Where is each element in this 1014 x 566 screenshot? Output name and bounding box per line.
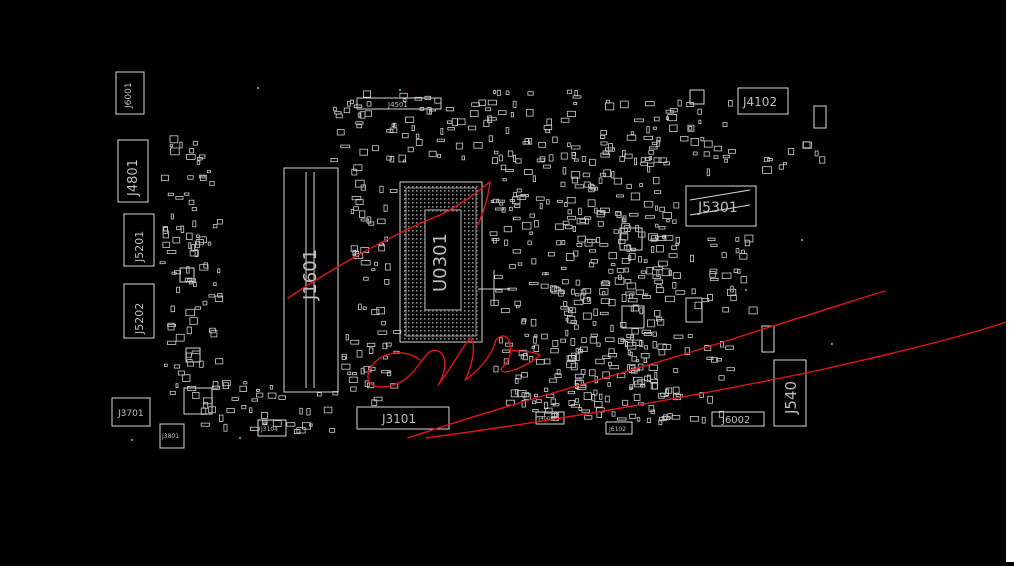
component-J6102[interactable] bbox=[605, 421, 633, 435]
component-J4102[interactable] bbox=[737, 87, 789, 115]
side-scrollbar-strip[interactable] bbox=[1006, 0, 1014, 562]
crosshair-cursor bbox=[478, 270, 510, 305]
component-J540[interactable] bbox=[773, 359, 807, 427]
label-J3101: J3101 bbox=[381, 412, 416, 426]
component-J3101[interactable] bbox=[356, 406, 450, 430]
annotation-stroke-top bbox=[287, 181, 491, 299]
label-J4001: J4001 bbox=[538, 416, 553, 422]
label-J6002: J6002 bbox=[721, 415, 750, 426]
component-J5202[interactable] bbox=[123, 283, 155, 339]
component-J6002[interactable] bbox=[711, 411, 765, 427]
label-J1601: J1601 bbox=[300, 249, 321, 301]
component-J5301[interactable] bbox=[685, 185, 757, 227]
label-J3801: J3801 bbox=[161, 433, 179, 440]
component-U0301[interactable] bbox=[399, 181, 483, 343]
label-J4801: J4801 bbox=[126, 159, 141, 197]
component-J3104[interactable] bbox=[257, 419, 287, 437]
label-J3701: J3701 bbox=[117, 409, 144, 419]
component-labels: J6001 J4801 J5201 J5202 J3701 J3801 J310… bbox=[117, 82, 800, 440]
label-J5202: J5202 bbox=[133, 303, 146, 335]
label-J4102: J4102 bbox=[742, 95, 777, 109]
label-J5201: J5201 bbox=[133, 231, 146, 263]
component-J5201[interactable] bbox=[123, 213, 155, 267]
component-J1601[interactable] bbox=[283, 167, 339, 393]
label-U0301: U0301 bbox=[430, 233, 451, 292]
label-J3104: J3104 bbox=[260, 426, 278, 433]
component-J3801[interactable] bbox=[159, 423, 185, 449]
smd-component-field bbox=[159, 89, 826, 434]
annotation-stroke-line-1 bbox=[407, 290, 886, 439]
red-annotation-strokes bbox=[287, 181, 1013, 439]
label-J6102: J6102 bbox=[608, 426, 626, 433]
component-J4801[interactable] bbox=[117, 139, 149, 203]
label-J5301: J5301 bbox=[697, 200, 738, 216]
component-J6001[interactable] bbox=[115, 71, 145, 115]
label-J6001: J6001 bbox=[124, 82, 134, 109]
via-markers bbox=[130, 86, 834, 442]
label-J4501: J4501 bbox=[387, 101, 408, 109]
annotation-stroke-line-2 bbox=[425, 319, 1013, 439]
component-J3701[interactable] bbox=[111, 397, 151, 427]
annotation-stroke-scribble bbox=[367, 335, 541, 388]
label-J540: J540 bbox=[782, 381, 800, 415]
